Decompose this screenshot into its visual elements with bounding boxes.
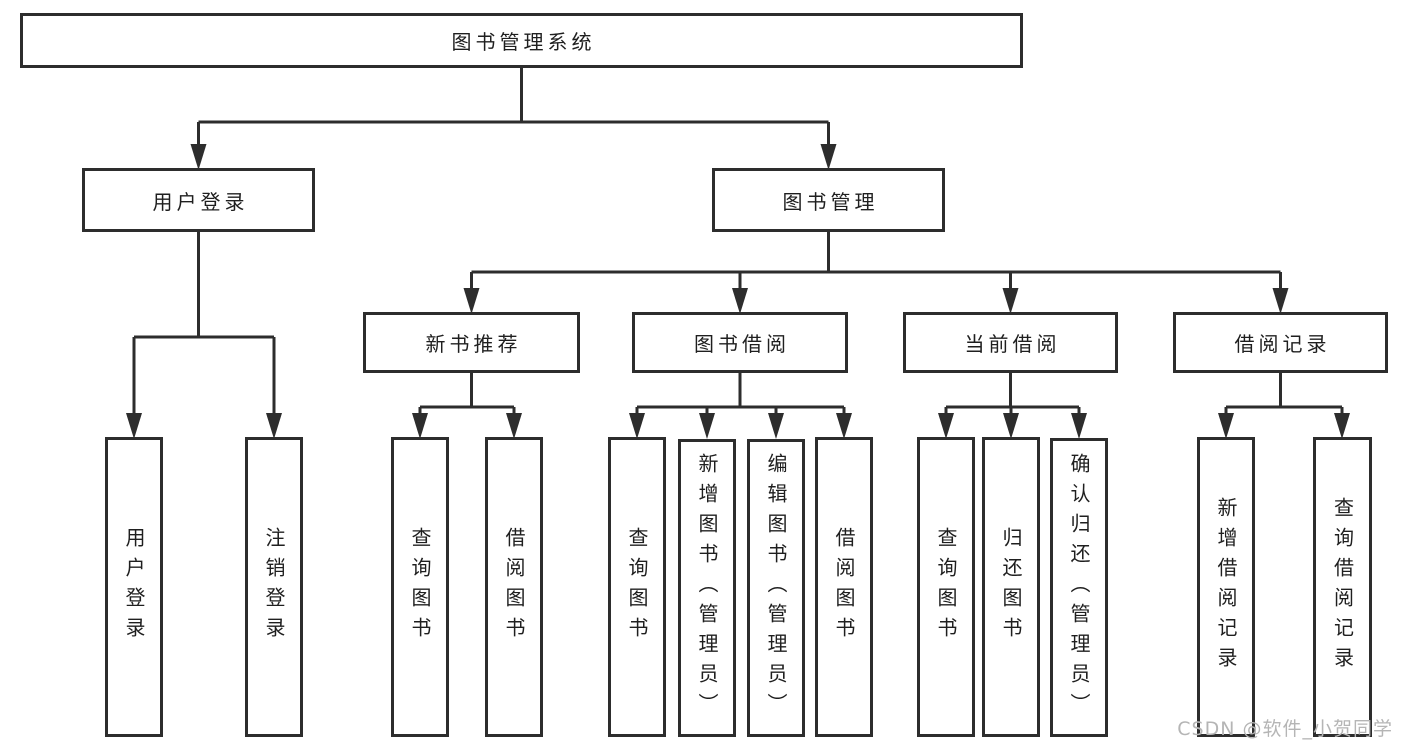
leaf-add-borrow-record: 新增借阅记录 bbox=[1197, 437, 1255, 737]
node-new-book-recommend: 新书推荐 bbox=[363, 312, 580, 373]
leaf-confirm-return-admin: 确认归还（管理员） bbox=[1050, 438, 1108, 737]
leaf-query-books-current: 查询图书 bbox=[917, 437, 975, 737]
leaf-query-books-recommend: 查询图书 bbox=[391, 437, 449, 737]
arrowheads bbox=[126, 144, 1350, 439]
leaf-query-books-borrowing: 查询图书 bbox=[608, 437, 666, 737]
leaf-edit-books-admin: 编辑图书（管理员） bbox=[747, 439, 805, 737]
leaf-borrow-books: 借阅图书 bbox=[815, 437, 873, 737]
node-current-borrowing: 当前借阅 bbox=[903, 312, 1118, 373]
node-user-login: 用户登录 bbox=[82, 168, 315, 232]
node-borrowing-records: 借阅记录 bbox=[1173, 312, 1388, 373]
leaf-user-login: 用户登录 bbox=[105, 437, 163, 737]
leaf-query-borrow-record: 查询借阅记录 bbox=[1313, 437, 1372, 737]
node-root-system: 图书管理系统 bbox=[20, 13, 1023, 68]
leaf-borrow-books-recommend: 借阅图书 bbox=[485, 437, 543, 737]
leaf-return-books: 归还图书 bbox=[982, 437, 1040, 737]
node-book-borrowing: 图书借阅 bbox=[632, 312, 848, 373]
leaf-add-books-admin: 新增图书（管理员） bbox=[678, 439, 736, 737]
leaf-logout: 注销登录 bbox=[245, 437, 303, 737]
node-book-management: 图书管理 bbox=[712, 168, 945, 232]
